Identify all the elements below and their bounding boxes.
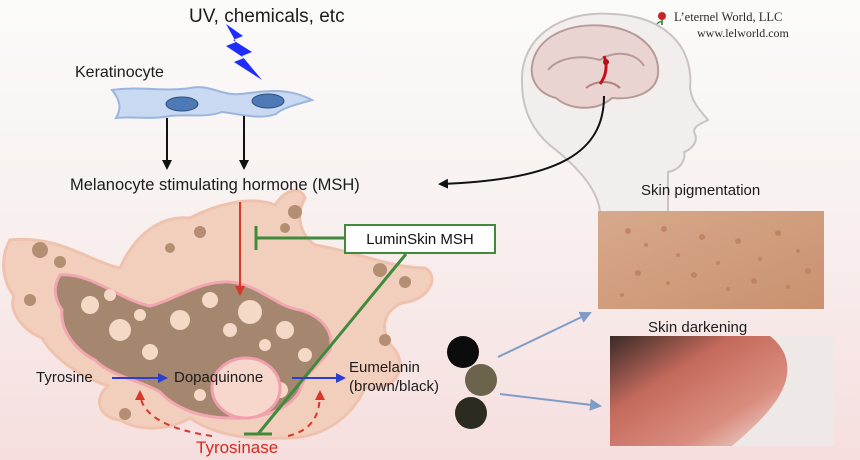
hypothalamus-marker (598, 55, 608, 85)
brand-block: L’eternel World, LLC www.lelworld.com (656, 9, 789, 41)
trigger-label: UV, chemicals, etc (189, 6, 345, 27)
arrow-brain-to-msh (438, 95, 605, 189)
cell-texture (81, 289, 312, 412)
cell-dendrite-spots (24, 205, 411, 420)
uv-lightning-icon (226, 24, 262, 80)
keratinocyte-cells (110, 86, 315, 120)
melanin-dot-black (447, 336, 479, 368)
melanin-dot-brown (465, 364, 497, 396)
tyrosinase-label: Tyrosinase (196, 438, 279, 457)
arrow-to-pigmentation (497, 311, 592, 358)
eumelanin-label: Eumelanin (349, 359, 420, 376)
skin-darkening-label: Skin darkening (648, 319, 748, 336)
msh-label: Melanocyte stimulating hormone (MSH) (70, 176, 360, 194)
luminskin-msh-box: LuminSkin MSH (344, 224, 496, 254)
brain-icon (530, 24, 660, 109)
rose-logo-icon (656, 12, 666, 25)
brain-head-illustration (520, 12, 710, 213)
skin-pigmentation-label: Skin pigmentation (641, 182, 761, 199)
keratinocyte-label: Keratinocyte (75, 64, 164, 81)
skin-darkening-image (610, 336, 834, 446)
tyrosinase-dashed-arrows (135, 390, 325, 437)
brand-url: www.lelworld.com (697, 26, 789, 40)
arrow-to-darkening (499, 393, 602, 411)
melanin-dot-dark (455, 397, 487, 429)
cell-nucleus (210, 356, 282, 420)
tyrosine-label: Tyrosine (36, 369, 93, 386)
brand-name: L’eternel World, LLC (674, 10, 783, 24)
inhibition-lines (244, 226, 408, 436)
keratinocyte-nucleus-1 (165, 96, 199, 112)
melanocyte-cell (2, 189, 434, 440)
dopaquinone-label: Dopaquinone (174, 369, 264, 386)
skin-pigmentation-image (598, 211, 824, 309)
keratinocyte-nucleus-2 (251, 93, 285, 109)
eumelanin-color-label: (brown/black) (349, 378, 440, 395)
luminskin-msh-label: LuminSkin MSH (366, 230, 474, 248)
